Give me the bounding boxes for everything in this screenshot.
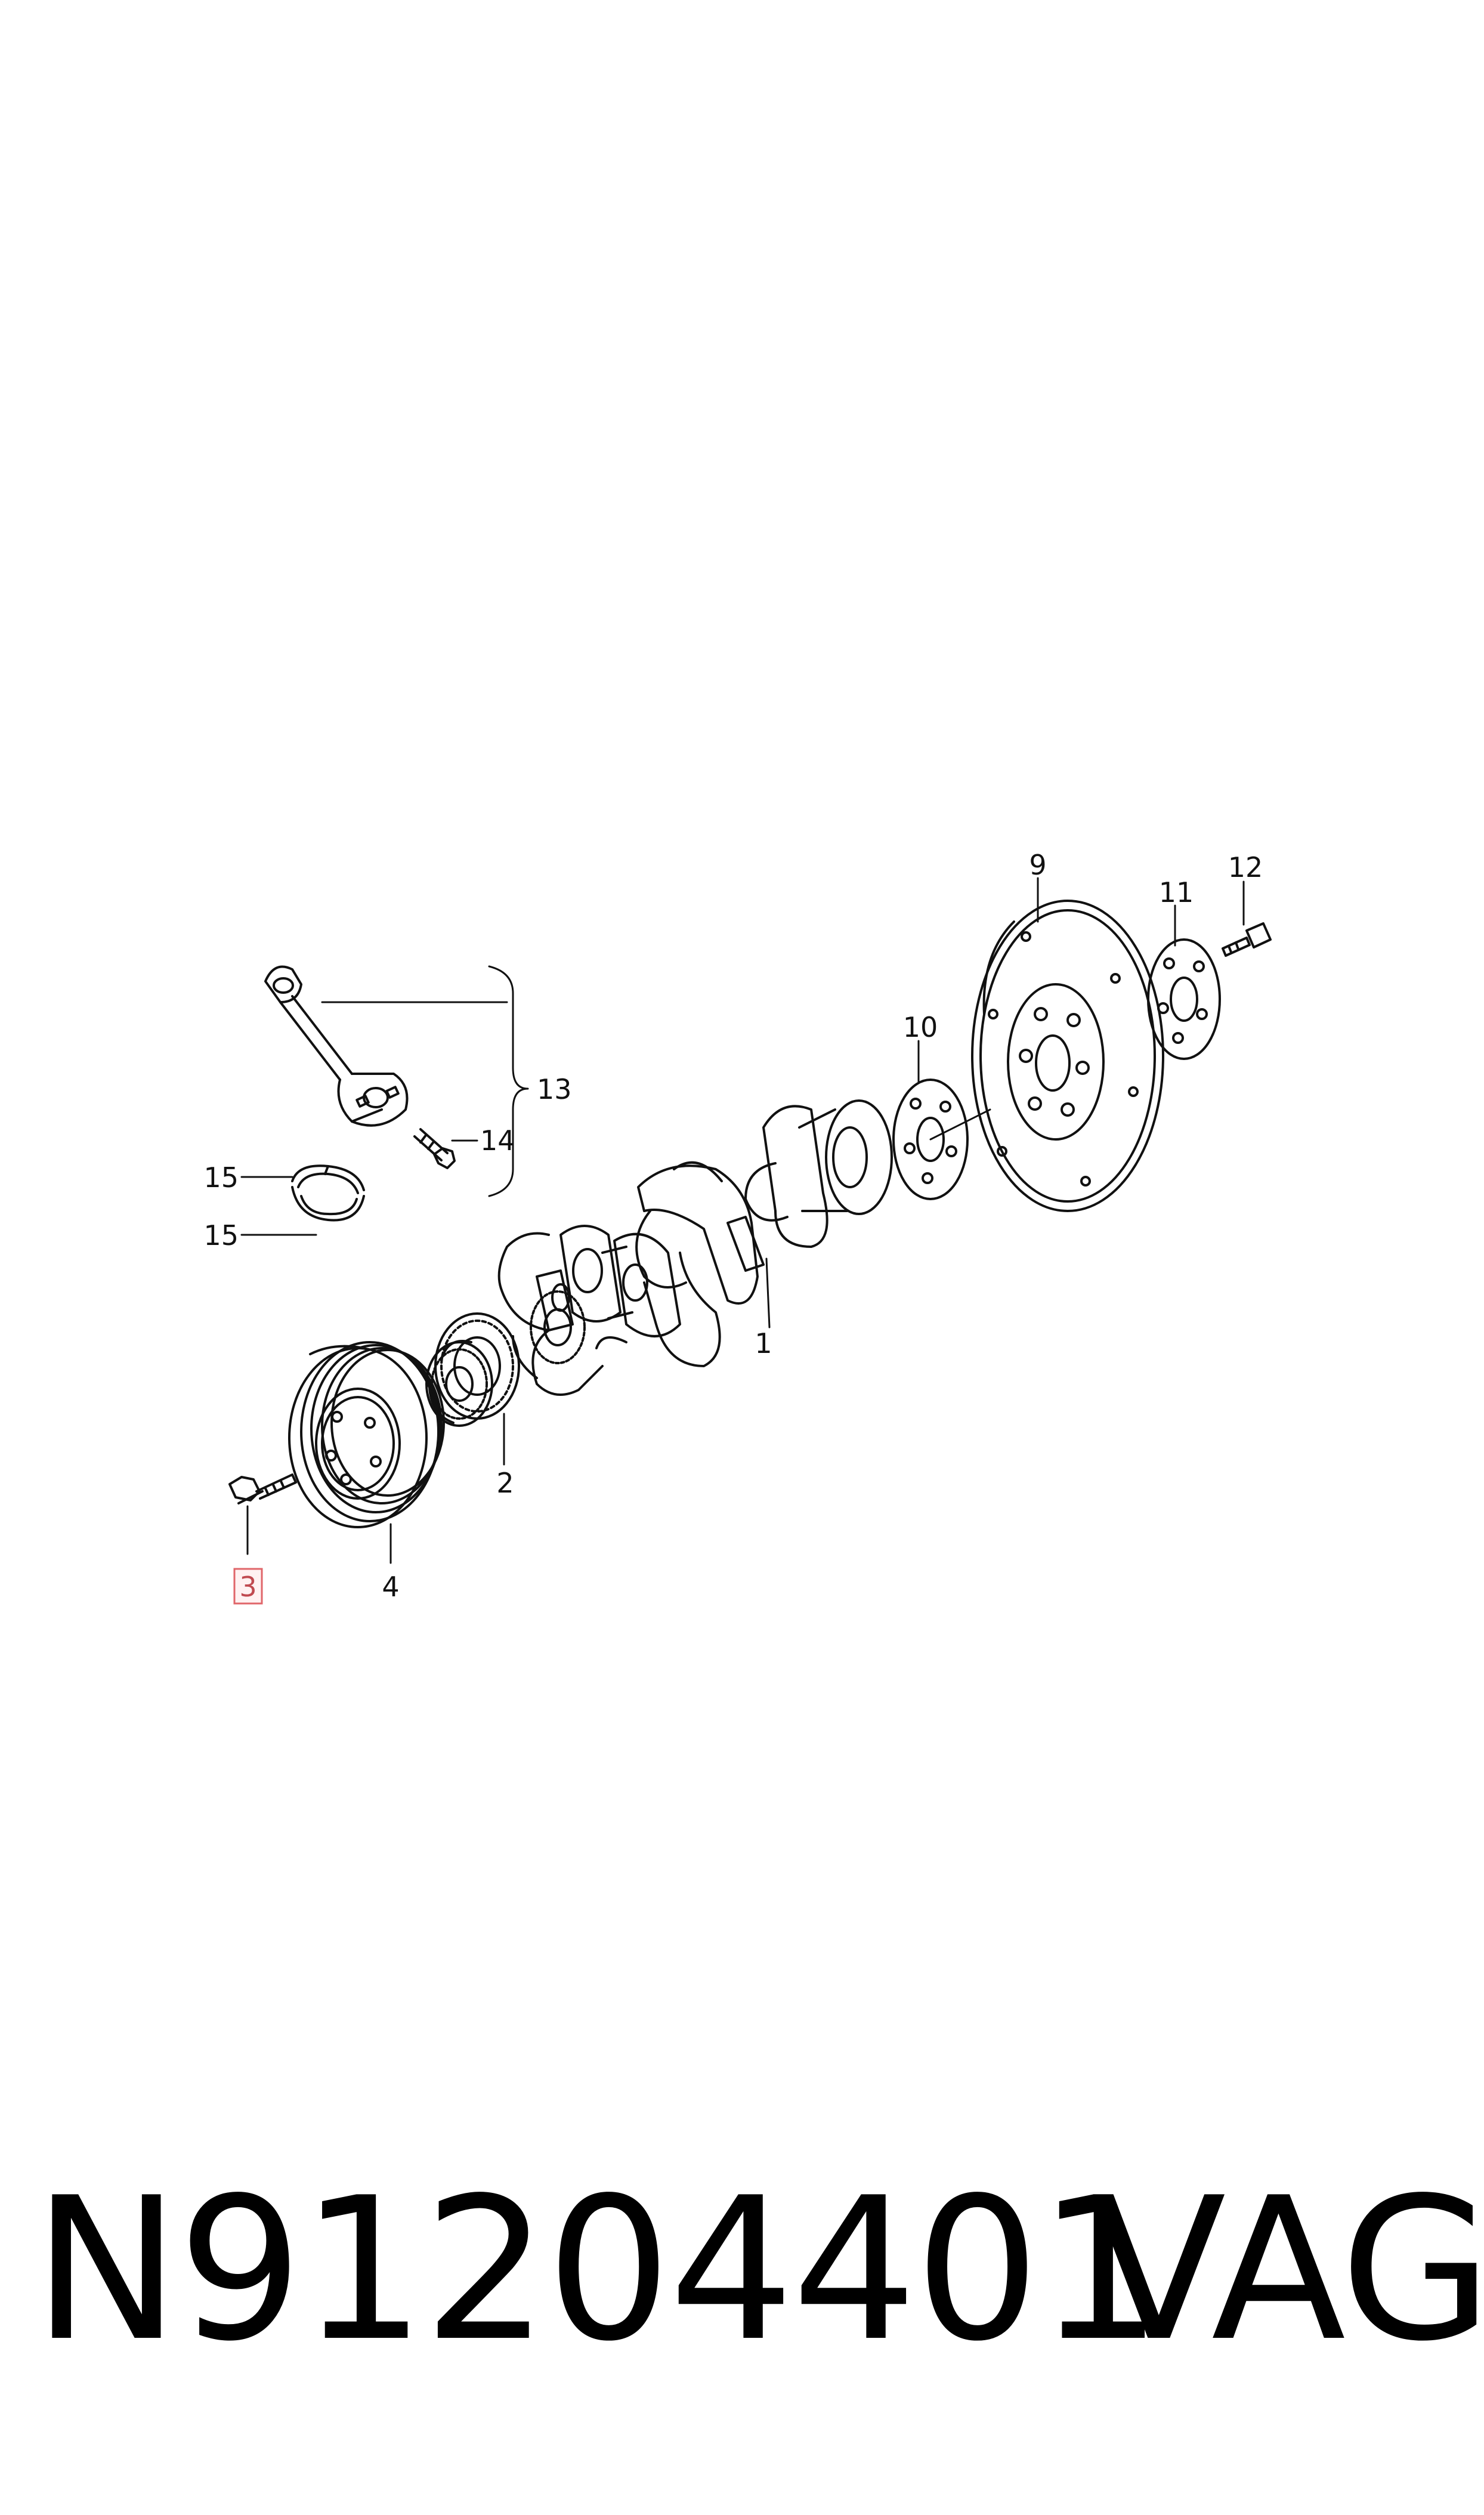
callout-10[interactable]: 10 — [903, 1011, 938, 1043]
callout-14[interactable]: 14 — [480, 1124, 515, 1157]
callout-1[interactable]: 1 — [755, 1327, 772, 1360]
callout-15-lower[interactable]: 15 — [203, 1219, 239, 1252]
crankshaft[interactable] — [497, 1099, 893, 1396]
callout-9[interactable]: 9 — [1029, 849, 1046, 881]
callout-3[interactable]: 3 — [239, 1571, 256, 1603]
callout-15-upper[interactable]: 15 — [203, 1161, 239, 1194]
callout-11[interactable]: 11 — [1159, 876, 1194, 909]
leader-lines — [240, 877, 1245, 1564]
bearing-shell-upper[interactable] — [291, 1164, 365, 1194]
brand-name: VAG — [1092, 2155, 1484, 2384]
crankshaft-sprocket — [530, 1290, 586, 1364]
flywheel[interactable] — [971, 900, 1164, 1212]
bearing-shell-lower[interactable] — [291, 1186, 365, 1222]
connecting-rod[interactable] — [264, 965, 409, 1127]
highlighted-callout-box — [233, 1568, 263, 1605]
connecting-rod-bolt[interactable] — [413, 1128, 456, 1169]
flywheel-bolt[interactable] — [1222, 922, 1272, 957]
callout-2[interactable]: 2 — [496, 1467, 514, 1499]
callout-12[interactable]: 12 — [1228, 851, 1263, 883]
pulley-bolt[interactable] — [228, 1473, 297, 1504]
part-number: N91204401 — [33, 2155, 1163, 2384]
pressure-plate[interactable] — [1147, 938, 1221, 1060]
vibration-damper-pulley[interactable] — [288, 1341, 445, 1528]
callout-13[interactable]: 13 — [537, 1073, 572, 1105]
callout-4[interactable]: 4 — [382, 1571, 399, 1603]
adapter-plate[interactable] — [892, 1079, 969, 1200]
